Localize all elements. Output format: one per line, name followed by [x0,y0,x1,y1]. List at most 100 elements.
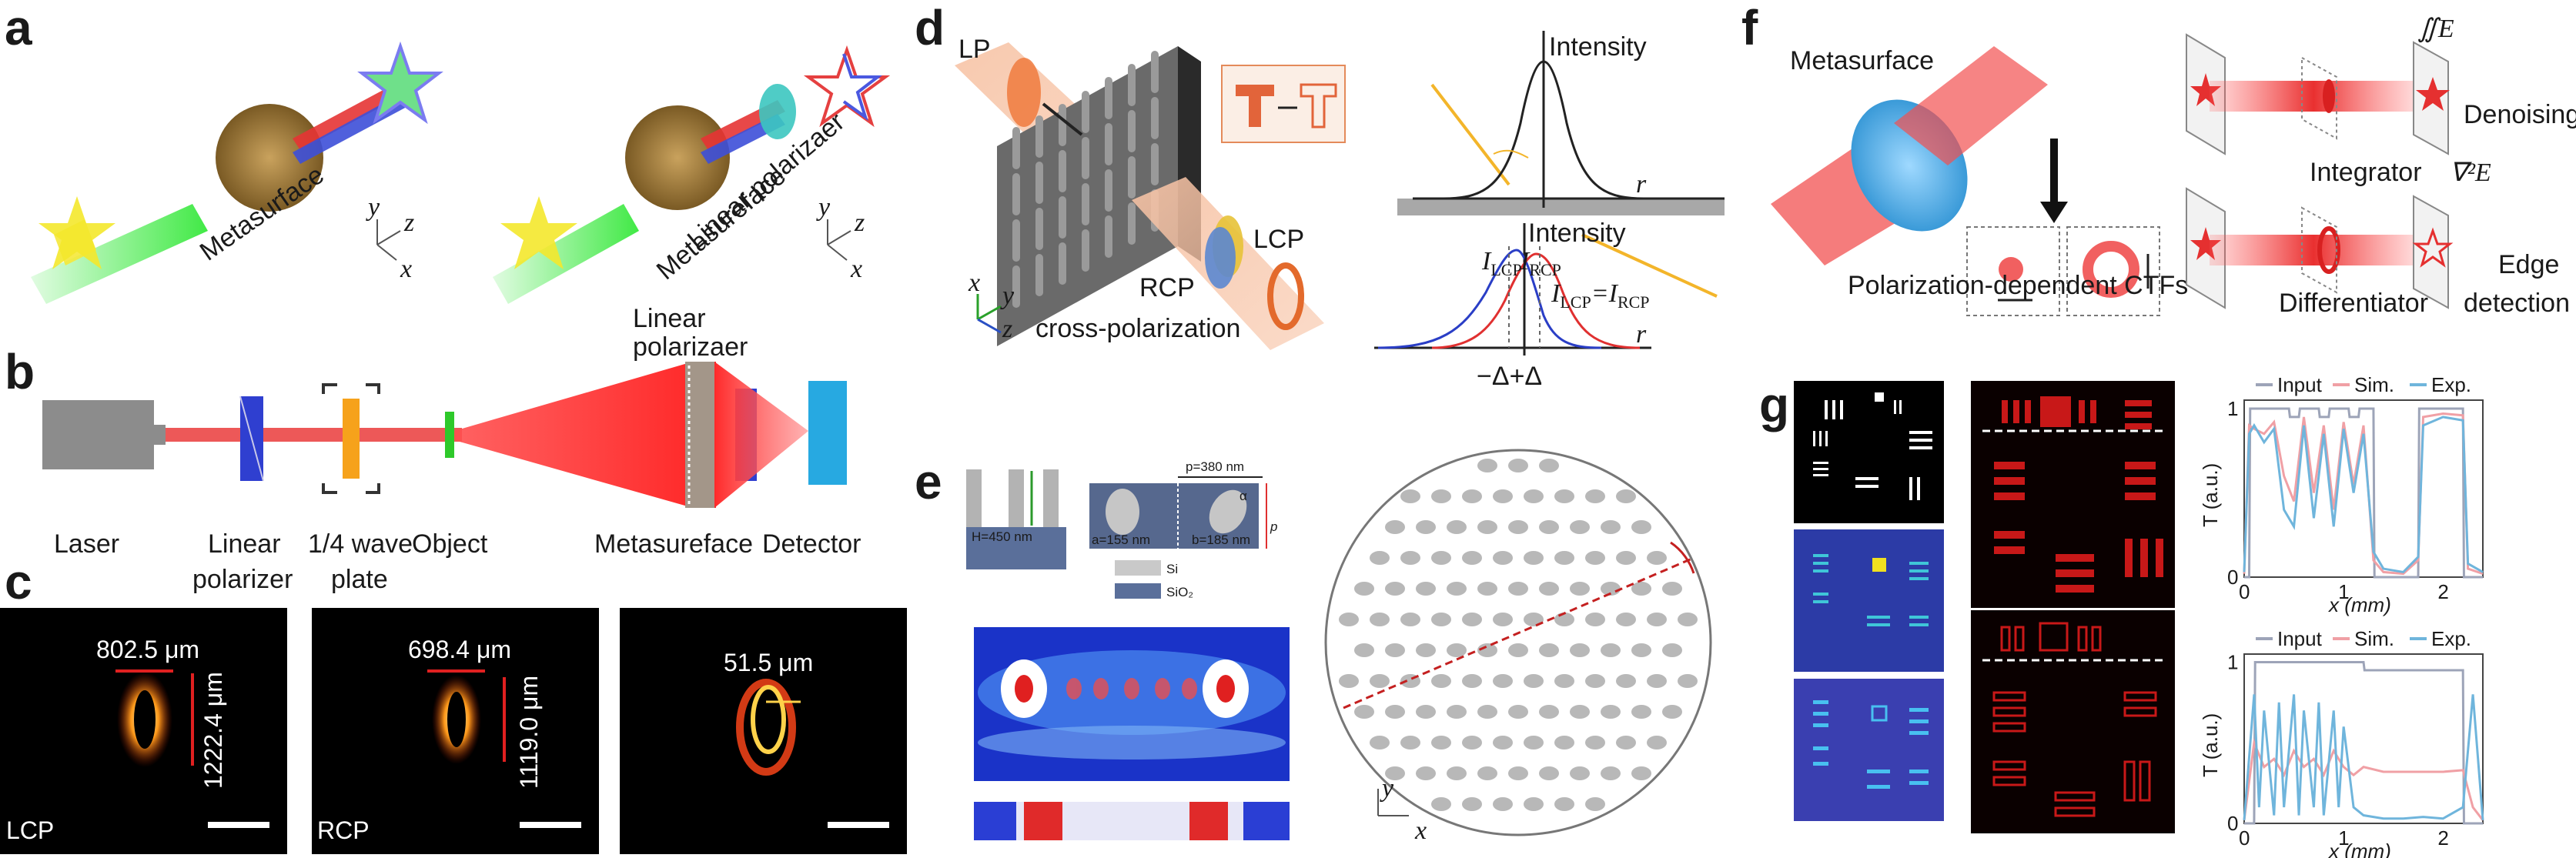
lattice-dot [1416,520,1436,534]
hot-spot-1-core [1015,675,1033,703]
label-lcp-height: 1222.4 μm [199,672,227,789]
label-ctf: Polarization-dependent CTFs [1848,271,2188,300]
panel-label-b: b [5,344,35,399]
beam-differentiator [2210,235,2417,265]
lattice-dot [1508,459,1528,472]
lattice-dot [1647,551,1667,565]
lattice-dot [1631,582,1651,596]
label-rcp: RCP [317,816,370,844]
axis-x-d: x [968,269,980,297]
label-rcp-d: RCP [1139,273,1195,302]
scale-bar-3 [828,822,889,828]
lattice-dot [1647,736,1667,749]
lattice-dot [1385,705,1405,719]
lattice-dot [1477,705,1497,719]
x-tick-label: 1 [2338,826,2349,850]
strip-red-1 [1024,802,1062,840]
lattice-dot [1524,736,1544,749]
target-image-black [1794,381,1944,523]
lattice-dot [1554,674,1574,688]
label-wave-plate-1: 1/4 wave [308,529,413,559]
x-tick-label: 0 [2239,580,2250,603]
lattice-dot [1570,582,1590,596]
metasurface-disc-2 [625,105,730,210]
x-axis-label: x (mm) [2327,593,2391,616]
y-tick-label: 0 [2227,812,2238,835]
lattice-dot [1554,797,1574,811]
legend-entry: Input [2277,627,2323,650]
elliptic-pillar-2 [1209,489,1247,534]
wave-plate-bracket [322,383,380,494]
legend-sio2: SiO₂ [1166,585,1193,599]
label-lcp-width: 802.5 μm [96,636,199,663]
ctf-spot [1999,257,2023,282]
spot-rcp-hole [447,692,466,747]
lattice-dot [1524,613,1544,626]
lattice-dot [1662,705,1682,719]
panel-label-c: c [5,554,32,609]
spot-combined-inner [751,685,786,754]
lattice-dot [1370,736,1390,749]
lattice-dot [1539,705,1559,719]
laser-beam [166,428,462,442]
strip-blue-1 [974,802,1016,840]
lattice-dot [1416,705,1436,719]
target-bars-1 [1813,392,1932,500]
label-p: p=380 nm [1186,459,1244,474]
legend-sio2-swatch [1115,583,1161,599]
lattice-dot [1508,643,1528,657]
star-input-2 [2190,227,2221,260]
t-filled-icon [1236,85,1274,127]
y-tick-label: 1 [2227,397,2238,420]
x-tick-label: 1 [2338,580,2349,603]
incident-arrow [1042,102,1083,136]
lattice-dot [1539,643,1559,657]
label-differentiator: Differentiator [2279,289,2428,318]
laser-body [42,400,154,469]
label-delta: −Δ+Δ [1477,362,1542,391]
x-tick-label: 2 [2437,580,2448,603]
lattice-dot [1477,459,1497,472]
lattice-dot [1493,551,1513,565]
series-line-input [2244,407,2483,579]
red-output-beam [293,81,408,150]
green-beam-2 [493,204,639,304]
lattice-dot [1477,582,1497,596]
lattice-dot [1462,736,1482,749]
label-cross-pol: cross-polarization [1035,314,1240,343]
lattice-dot [1447,582,1467,596]
lattice-dot [1462,613,1482,626]
label-object: Object [412,529,488,559]
lattice-dot [1431,797,1451,811]
lattice-dot [1524,489,1544,503]
axes-icon-d [976,294,1002,334]
x-tick-label: 2 [2437,826,2448,850]
lattice-dot [1416,766,1436,780]
rotation-arrow [1670,541,1695,574]
lattice-dot [1370,613,1390,626]
lattice-dot [1554,551,1574,565]
axis-x-e: x [1414,816,1427,845]
label-lp: LP [958,35,991,64]
x-tick-label: 0 [2239,826,2250,850]
star-output-2 [2412,227,2454,268]
beam-out-f [1894,46,2048,165]
lattice-dot [1601,643,1621,657]
lattice-dot [1616,736,1636,749]
panel-label-d: d [915,0,945,55]
lattice-dot [1524,674,1544,688]
expanding-beam [454,362,693,508]
lattice-dot [1570,766,1590,780]
label-i-rcp: IRCP [1520,247,1561,279]
x-axis-label: x (mm) [2327,840,2391,858]
panel-a: a Metasurface y z x Linear polarizaer Me… [5,0,891,304]
lattice-dot [1493,797,1513,811]
lattice-dot [1508,582,1528,596]
lattice-dot [1493,613,1513,626]
lattice-dot [1447,766,1467,780]
star-output-1 [2416,77,2450,111]
lattice-dot [1477,643,1497,657]
linear-polarizer-disc [759,84,796,139]
